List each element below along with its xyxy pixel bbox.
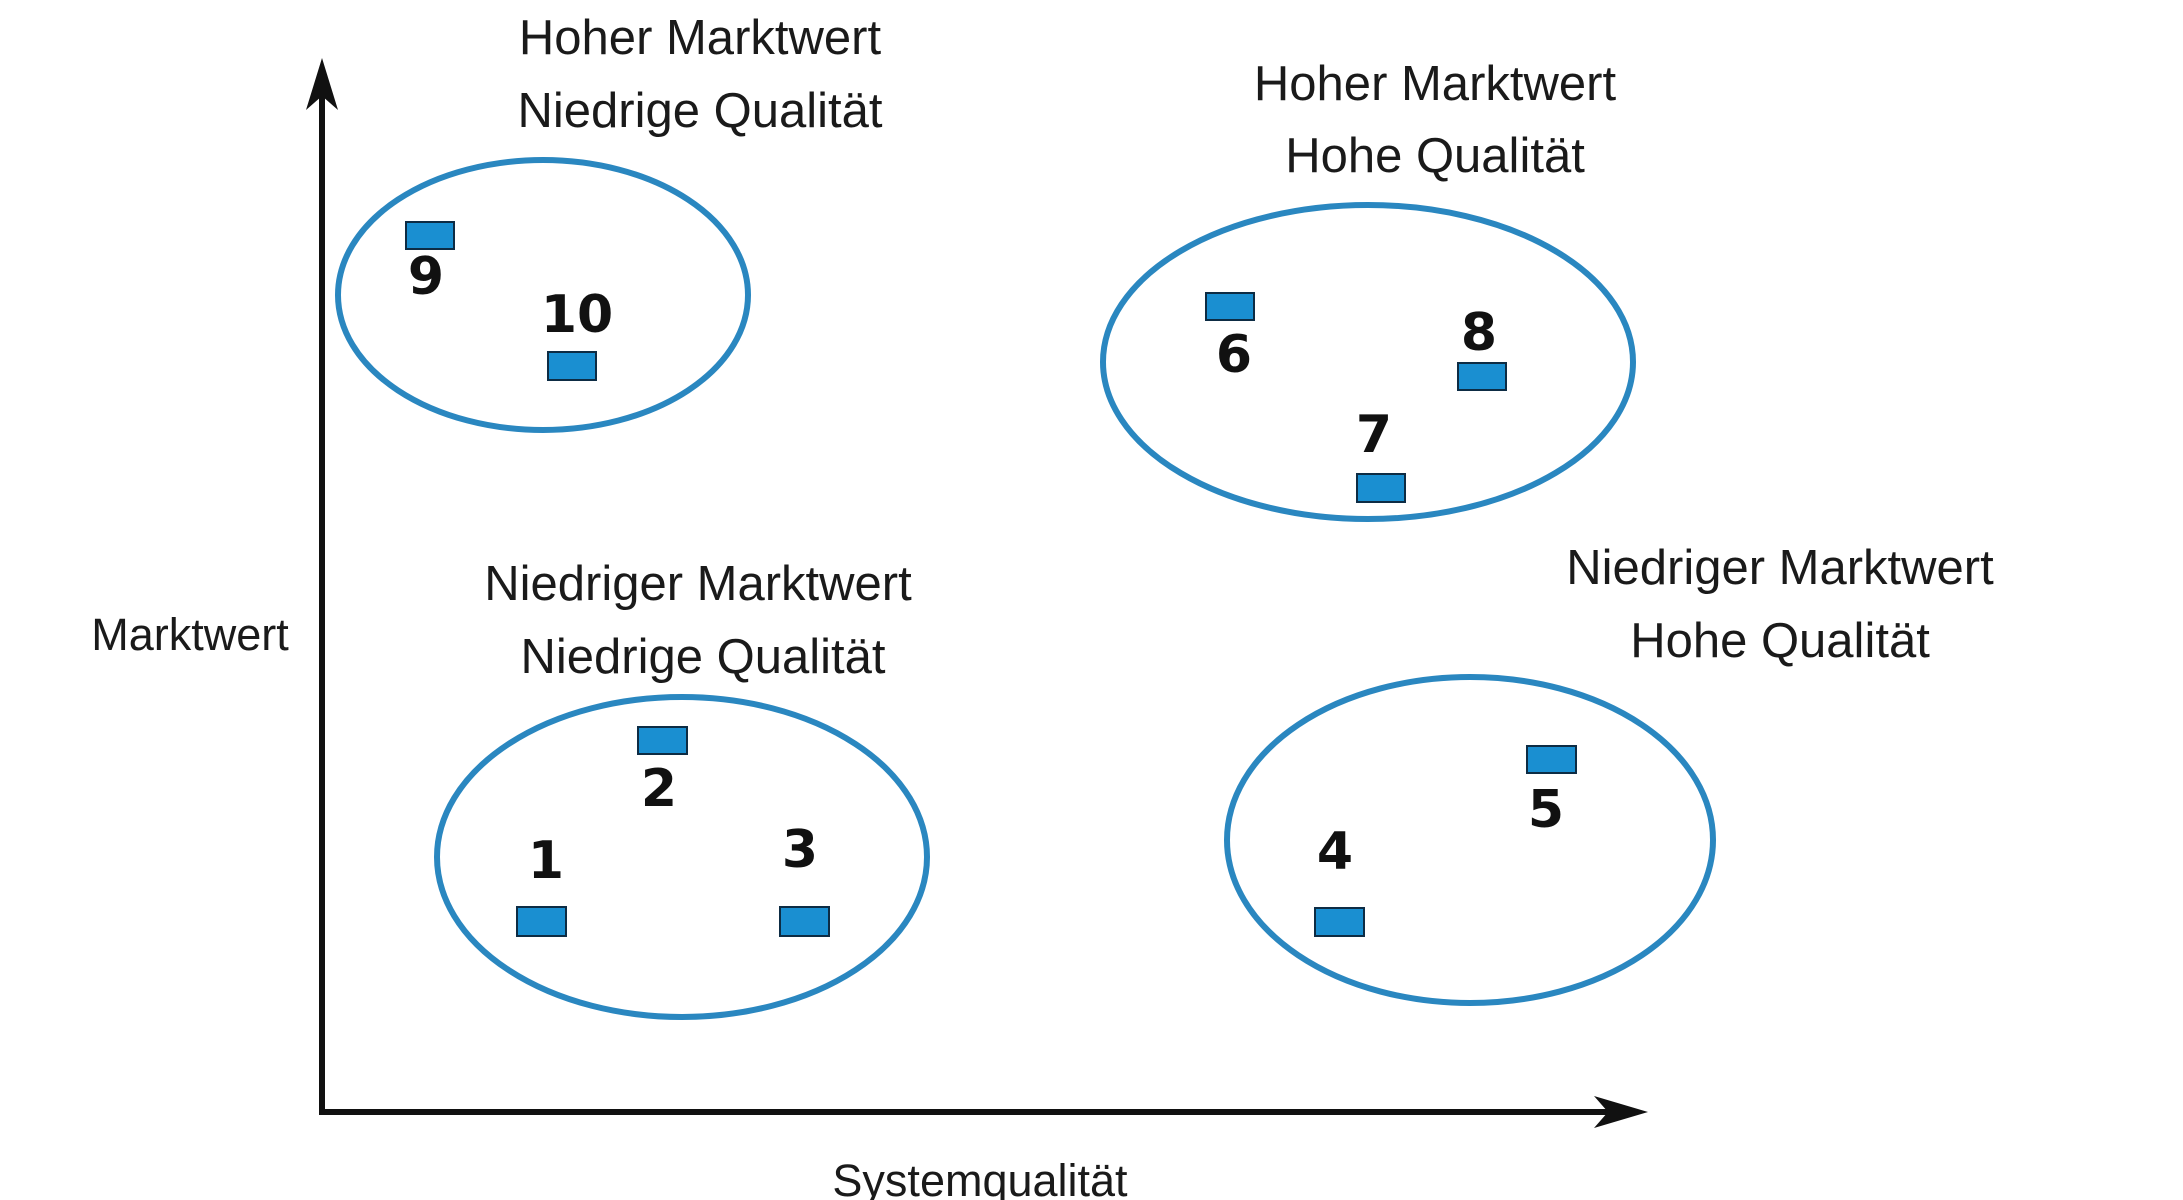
quadrant-label-low-value-high-quality-line2: Hohe Qualität bbox=[1630, 614, 1930, 668]
system-marker-3 bbox=[779, 906, 830, 937]
system-number-5: 5 bbox=[1528, 780, 1564, 840]
quadrant-label-low-value-low-quality-line2: Niedrige Qualität bbox=[521, 630, 886, 684]
system-number-1: 1 bbox=[528, 831, 564, 891]
x-axis-arrowhead bbox=[1594, 1096, 1648, 1128]
quadrant-label-low-value-low-quality-line1: Niedriger Marktwert bbox=[484, 557, 912, 611]
system-number-4: 4 bbox=[1317, 822, 1353, 882]
y-axis-arrowhead bbox=[306, 58, 338, 110]
system-number-8: 8 bbox=[1461, 303, 1497, 363]
system-number-3: 3 bbox=[782, 820, 818, 880]
system-marker-8 bbox=[1457, 362, 1507, 391]
cluster-low-value-high-quality bbox=[1224, 674, 1716, 1006]
system-number-6: 6 bbox=[1216, 325, 1252, 385]
system-marker-1 bbox=[516, 906, 567, 937]
quadrant-label-high-value-high-quality-line1: Hoher Marktwert bbox=[1254, 57, 1617, 111]
system-marker-7 bbox=[1356, 473, 1406, 503]
system-number-2: 2 bbox=[641, 759, 677, 819]
cluster-high-value-high-quality bbox=[1100, 202, 1636, 522]
cluster-low-value-low-quality bbox=[434, 694, 930, 1020]
system-marker-9 bbox=[405, 221, 455, 250]
quadrant-label-low-value-high-quality-line1: Niedriger Marktwert bbox=[1566, 541, 1994, 595]
system-number-10: 10 bbox=[541, 285, 613, 345]
quadrant-label-high-value-low-quality-line1: Hoher Marktwert bbox=[519, 11, 882, 65]
system-number-9: 9 bbox=[408, 247, 444, 307]
quadrant-label-high-value-low-quality-line2: Niedrige Qualität bbox=[518, 84, 883, 138]
system-marker-4 bbox=[1314, 907, 1365, 937]
quadrant-label-high-value-high-quality-line2: Hohe Qualität bbox=[1285, 129, 1585, 183]
y-axis-label: Marktwert bbox=[91, 609, 289, 660]
system-marker-10 bbox=[547, 351, 597, 381]
cluster-high-value-low-quality bbox=[335, 157, 751, 433]
system-number-7: 7 bbox=[1356, 405, 1392, 465]
system-marker-5 bbox=[1526, 745, 1577, 774]
system-marker-2 bbox=[637, 726, 688, 755]
system-marker-6 bbox=[1205, 292, 1255, 321]
x-axis-label: Systemqualität bbox=[832, 1155, 1128, 1200]
